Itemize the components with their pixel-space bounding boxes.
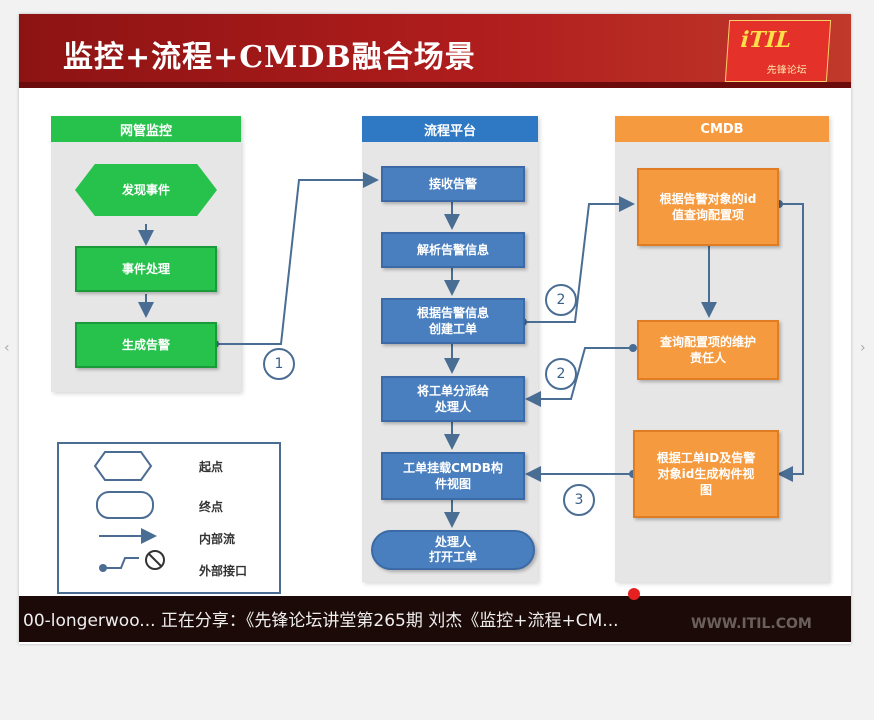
node-generate-view: 根据工单ID及告警 对象id生成构件视 图 xyxy=(633,430,779,518)
node-discover-event-label: 发现事件 xyxy=(121,183,170,197)
legend-start-label: 起点 xyxy=(199,460,224,474)
slide: 监控+流程+CMDB融合场景 iTIL 先锋论坛 网管监控 流程平台 CMDB xyxy=(19,14,851,644)
title-bar: 监控+流程+CMDB融合场景 iTIL 先锋论坛 xyxy=(19,14,851,88)
legend-symbols xyxy=(93,451,165,572)
node-mount-cmdb-view-label-2: 件视图 xyxy=(434,477,471,491)
lane-monitor-header: 网管监控 xyxy=(51,116,241,142)
node-open-ticket: 处理人 打开工单 xyxy=(371,530,535,570)
node-handle-event-label: 事件处理 xyxy=(121,262,170,276)
pointer-dot xyxy=(628,588,640,600)
node-open-ticket-label-1: 处理人 xyxy=(434,535,471,549)
node-discover-event: 发现事件 xyxy=(75,164,217,216)
legend-external-dot xyxy=(99,564,107,572)
legend: 起点 终点 内部流 外部接口 xyxy=(57,442,281,594)
node-lookup-ci: 根据告警对象的id 值查询配置项 xyxy=(637,168,779,246)
node-generate-view-label-2: 对象id生成构件视 xyxy=(657,467,755,481)
node-create-ticket: 根据告警信息 创建工单 xyxy=(381,298,525,344)
lane-process-header: 流程平台 xyxy=(362,116,538,142)
next-slide-arrow[interactable]: › xyxy=(860,340,866,356)
node-create-ticket-label-1: 根据告警信息 xyxy=(416,306,489,320)
screen-share-banner: 00-longerwoo... 正在分享：《先锋论坛讲堂第265期 刘杰《监控+… xyxy=(19,596,851,642)
node-dispatch-ticket-label-1: 将工单分派给 xyxy=(416,384,489,398)
node-receive-alarm-label: 接收告警 xyxy=(428,177,477,191)
marker-1: 1 xyxy=(263,348,295,380)
node-open-ticket-label-2: 打开工单 xyxy=(428,550,477,564)
lane-cmdb-header: CMDB xyxy=(615,116,829,142)
marker-2b: 2 xyxy=(545,358,577,390)
legend-end-label: 终点 xyxy=(199,500,224,514)
title-bar-divider xyxy=(19,82,851,88)
legend-internal-label: 内部流 xyxy=(199,532,236,546)
legend-external-slash xyxy=(148,553,162,567)
legend-external-label: 外部接口 xyxy=(199,564,248,578)
node-lookup-ci-label-2: 值查询配置项 xyxy=(671,208,744,222)
legend-external-line xyxy=(103,557,139,569)
node-create-ticket-label-2: 创建工单 xyxy=(428,322,477,336)
node-generate-alarm: 生成告警 xyxy=(75,322,217,368)
node-query-owner-label-1: 查询配置项的维护 xyxy=(659,335,756,349)
node-mount-cmdb-view-label-1: 工单挂载CMDB构 xyxy=(403,461,503,475)
node-generate-view-label-3: 图 xyxy=(699,483,712,497)
prev-slide-arrow[interactable]: ‹ xyxy=(4,340,10,356)
node-parse-alarm-label: 解析告警信息 xyxy=(416,243,489,257)
node-handle-event: 事件处理 xyxy=(75,246,217,292)
node-dispatch-ticket: 将工单分派给 处理人 xyxy=(381,376,525,422)
node-parse-alarm: 解析告警信息 xyxy=(381,232,525,268)
node-generate-view-label-1: 根据工单ID及告警 xyxy=(656,451,756,465)
marker-3: 3 xyxy=(563,484,595,516)
node-query-owner: 查询配置项的维护 责任人 xyxy=(637,320,779,380)
node-dispatch-ticket-label-2: 处理人 xyxy=(434,400,471,414)
watermark: WWW.ITIL.COM xyxy=(691,616,812,632)
legend-start-shape xyxy=(93,451,153,481)
node-receive-alarm: 接收告警 xyxy=(381,166,525,202)
screen-share-text: 00-longerwoo... 正在分享：《先锋论坛讲堂第265期 刘杰《监控+… xyxy=(23,611,619,631)
legend-end-shape xyxy=(96,491,154,519)
node-query-owner-label-2: 责任人 xyxy=(689,351,726,365)
marker-2a: 2 xyxy=(545,284,577,316)
node-generate-alarm-label: 生成告警 xyxy=(121,338,170,352)
node-lookup-ci-label-1: 根据告警对象的id xyxy=(659,192,757,206)
node-mount-cmdb-view: 工单挂载CMDB构 件视图 xyxy=(381,452,525,500)
slide-title: 监控+流程+CMDB融合场景 xyxy=(63,40,476,75)
